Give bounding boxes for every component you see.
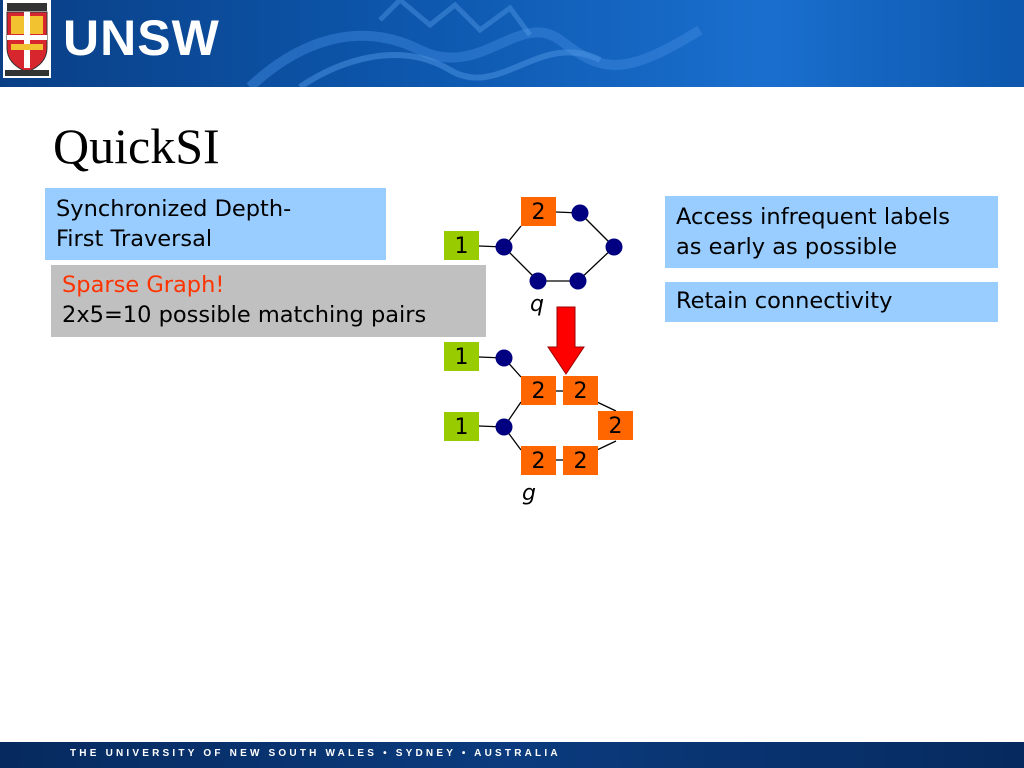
svg-text:2: 2 <box>532 449 546 474</box>
query-graph-label: q <box>530 292 544 317</box>
data-label-1: 1 <box>444 412 479 441</box>
data-label-2: 2 <box>598 411 633 440</box>
traversal-box: Synchronized Depth- First Traversal <box>45 188 386 260</box>
banner-decoration <box>246 0 703 87</box>
query-label-2: 2 <box>521 197 556 226</box>
query-label-1: 1 <box>444 231 479 260</box>
footer-bar: THE UNIVERSITY OF NEW SOUTH WALES • SYDN… <box>0 742 1024 768</box>
slide-title: QuickSI <box>53 118 220 174</box>
query-vertex <box>605 238 623 256</box>
unsw-logo-text: UNSW <box>63 10 220 66</box>
data-label-2: 2 <box>563 376 598 405</box>
query-vertex <box>569 272 587 290</box>
down-arrow-icon <box>547 306 585 375</box>
header-banner: UNSW <box>0 0 1024 87</box>
matching-pairs-text: 2x5=10 possible matching pairs <box>62 302 427 328</box>
data-graph-label: g <box>522 481 536 506</box>
data-label-2: 2 <box>521 446 556 475</box>
svg-text:2: 2 <box>609 414 623 439</box>
data-edges <box>478 356 617 461</box>
query-vertex <box>529 272 547 290</box>
query-vertex <box>495 238 513 256</box>
sparse-graph-box: Sparse Graph! 2x5=10 possible matching p… <box>51 265 486 337</box>
svg-text:2: 2 <box>532 379 546 404</box>
data-vertices <box>495 349 513 436</box>
data-label-2: 2 <box>521 376 556 405</box>
query-vertex <box>571 204 589 222</box>
svg-text:2: 2 <box>574 449 588 474</box>
svg-text:1: 1 <box>455 415 469 440</box>
data-vertex <box>495 349 513 367</box>
sparse-graph-highlight: Sparse Graph! <box>62 272 225 298</box>
connectivity-box: Retain connectivity <box>665 282 998 322</box>
data-label-2: 2 <box>563 446 598 475</box>
svg-text:1: 1 <box>455 234 469 259</box>
svg-text:2: 2 <box>574 379 588 404</box>
infrequent-labels-box: Access infrequent labels as early as pos… <box>665 196 998 268</box>
data-vertex <box>495 418 513 436</box>
data-label-1: 1 <box>444 342 479 371</box>
svg-text:1: 1 <box>455 345 469 370</box>
query-vertices <box>495 204 623 290</box>
footer-text: THE UNIVERSITY OF NEW SOUTH WALES • SYDN… <box>70 748 561 759</box>
university-crest-icon <box>3 0 51 78</box>
svg-text:2: 2 <box>532 200 546 225</box>
